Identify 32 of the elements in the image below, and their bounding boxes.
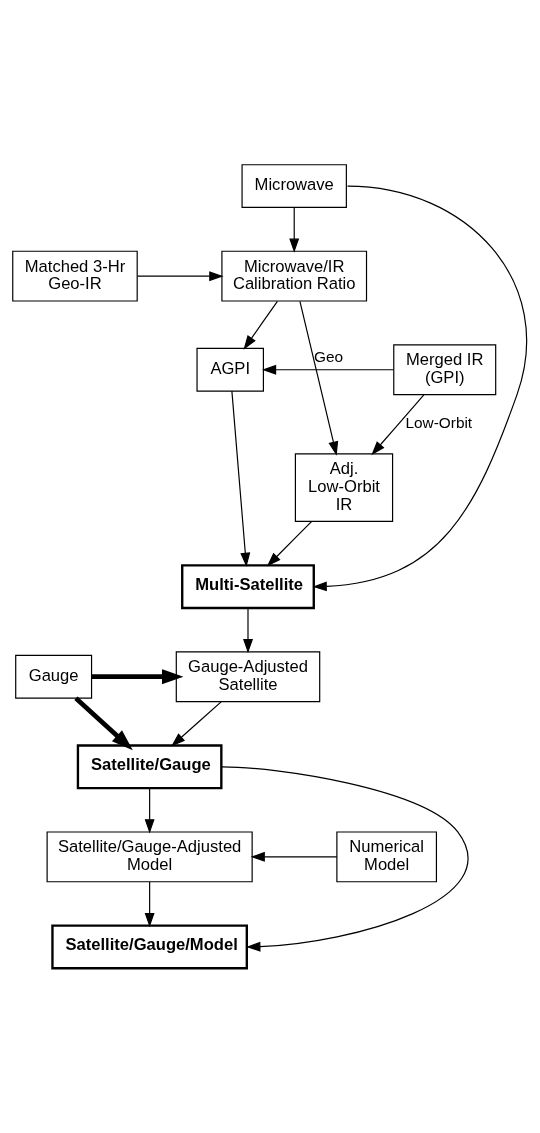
node-box: Gauge-Adjusted Satellite	[175, 651, 321, 703]
edge-label: Geo	[314, 347, 344, 365]
node-box: Microwave	[241, 164, 347, 208]
arrow	[261, 364, 395, 375]
arrow	[136, 271, 224, 282]
arrow	[144, 881, 155, 928]
node-box: Microwave/IR Calibration Ratio	[221, 250, 368, 302]
node-box: Adj. Low-Orbit IR	[294, 453, 394, 523]
node-box: Satellite/Gauge/Model	[51, 924, 248, 970]
node-box: Satellite/Gauge	[76, 744, 223, 790]
arrow	[299, 300, 339, 456]
node-box: Merged IR (GPI)	[393, 344, 497, 396]
arrow	[243, 300, 278, 350]
arrow	[250, 851, 338, 862]
node-box: Multi-Satellite	[181, 564, 315, 610]
edge-label: Low-Orbit	[405, 414, 473, 432]
arrow	[231, 390, 251, 567]
arrow	[74, 696, 133, 751]
node-box: AGPI	[196, 347, 264, 392]
arrow	[266, 520, 313, 567]
node-box: Matched 3-Hr Geo-IR	[12, 250, 138, 302]
arrow	[371, 394, 425, 456]
arrow	[243, 607, 253, 654]
node-box: Numerical Model	[336, 831, 438, 883]
arrow	[312, 185, 528, 592]
arrow	[171, 701, 222, 747]
arrow	[221, 766, 469, 952]
arrow	[144, 787, 155, 834]
arrow	[289, 207, 300, 253]
node-box: Gauge	[15, 654, 93, 699]
node-box: Satellite/Gauge-Adjusted Model	[46, 831, 253, 883]
arrow	[91, 669, 184, 685]
